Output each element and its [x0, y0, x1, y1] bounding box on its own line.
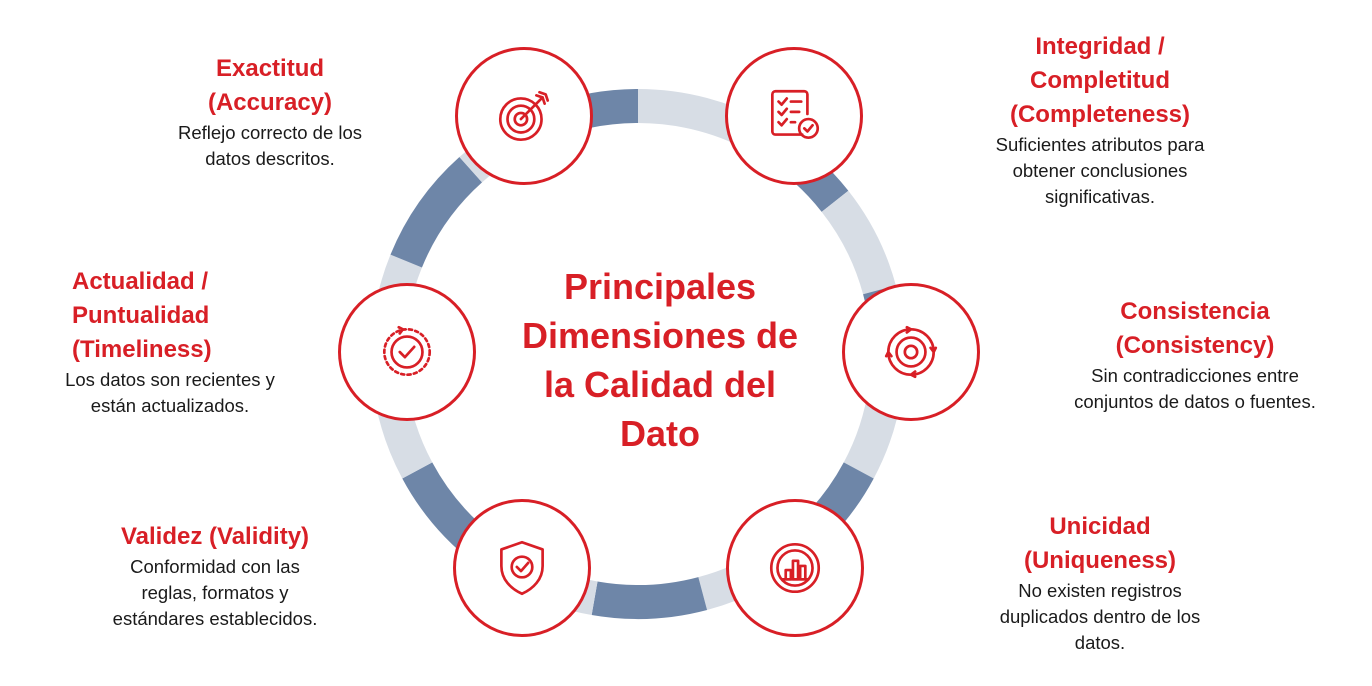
dimension-description: Sin contradicciones entre conjuntos de d… — [1030, 363, 1360, 415]
dimension-description: No existen registros duplicados dentro d… — [945, 578, 1255, 656]
dimension-title: Actualidad / Puntualidad (Timeliness) — [20, 265, 320, 367]
description-line: duplicados dentro de los — [999, 606, 1201, 627]
dimension-title: Consistencia (Consistency) — [1030, 295, 1360, 363]
title-line: (Timeliness) — [72, 336, 212, 363]
title-line: Completitud — [1030, 67, 1170, 94]
checklist-icon — [771, 89, 820, 139]
title-line: Validez (Validity) — [120, 523, 310, 550]
label-uniqueness: Unicidad (Uniqueness) No existen registr… — [945, 510, 1255, 656]
title-line: Actualidad / — [72, 268, 209, 295]
description-line: obtener conclusiones — [1012, 160, 1188, 181]
title-line: Exactitud — [215, 55, 325, 82]
dimension-description: Reflejo correcto de los datos descritos. — [110, 120, 430, 172]
title-line: Consistencia — [1120, 298, 1270, 325]
title-line: (Accuracy) — [207, 89, 333, 116]
description-line: Conformidad con las — [130, 556, 300, 577]
description-line: Reflejo correcto de los — [177, 122, 363, 143]
dimension-description: Suficientes atributos para obtener concl… — [935, 132, 1265, 210]
clock-check-icon — [382, 325, 432, 377]
description-line: reglas, formatos y — [141, 582, 289, 603]
description-line: conjuntos de datos o fuentes. — [1074, 391, 1316, 412]
center-title: Principales Dimensiones de la Calidad de… — [500, 262, 820, 458]
ring-segment — [821, 190, 896, 295]
label-validity: Validez (Validity) Conformidad con las r… — [65, 520, 365, 632]
center-title-line: Dimensiones de — [521, 315, 799, 356]
center-title-line: la Calidad del — [543, 364, 777, 405]
dimension-title: Validez (Validity) — [65, 520, 365, 554]
ring-segment — [591, 577, 708, 619]
shield-check-icon — [500, 540, 544, 596]
description-line: No existen registros — [1018, 580, 1182, 601]
center-title-line: Dato — [620, 413, 700, 454]
cycle-icon — [884, 325, 938, 379]
title-line: Integridad / — [1035, 33, 1165, 60]
dimension-description: Conformidad con las reglas, formatos y e… — [65, 554, 365, 632]
node-completeness — [725, 47, 863, 185]
node-consistency — [842, 283, 980, 421]
description-line: están actualizados. — [90, 395, 250, 416]
node-uniqueness — [726, 499, 864, 637]
node-validity — [453, 499, 591, 637]
ring-segment — [390, 157, 483, 268]
title-line: Unicidad — [1049, 513, 1151, 540]
label-timeliness: Actualidad / Puntualidad (Timeliness) Lo… — [20, 265, 320, 419]
description-line: Suficientes atributos para — [995, 134, 1205, 155]
dimension-title: Unicidad (Uniqueness) — [945, 510, 1255, 578]
node-accuracy — [455, 47, 593, 185]
label-accuracy: Exactitud (Accuracy) Reflejo correcto de… — [110, 52, 430, 172]
node-timeliness — [338, 283, 476, 421]
title-line: (Completeness) — [1009, 101, 1191, 128]
description-line: datos. — [1074, 632, 1126, 653]
dimension-title: Integridad / Completitud (Completeness) — [935, 30, 1265, 132]
title-line: (Uniqueness) — [1023, 547, 1176, 574]
title-line: (Consistency) — [1115, 332, 1275, 359]
center-title-line: Principales — [563, 266, 757, 307]
label-consistency: Consistencia (Consistency) Sin contradic… — [1030, 295, 1360, 415]
description-line: datos descritos. — [205, 148, 335, 169]
bar-chart-icon — [769, 542, 821, 594]
title-line: Puntualidad — [72, 302, 210, 329]
label-completeness: Integridad / Completitud (Completeness) … — [935, 30, 1265, 210]
description-line: estándares establecidos. — [112, 608, 318, 629]
description-line: Los datos son recientes y — [65, 369, 275, 390]
description-line: significativas. — [1044, 186, 1155, 207]
description-line: Sin contradicciones entre — [1091, 365, 1299, 386]
target-icon — [498, 90, 550, 142]
dimension-title: Exactitud (Accuracy) — [110, 52, 430, 120]
dimension-description: Los datos son recientes y están actualiz… — [20, 367, 320, 419]
